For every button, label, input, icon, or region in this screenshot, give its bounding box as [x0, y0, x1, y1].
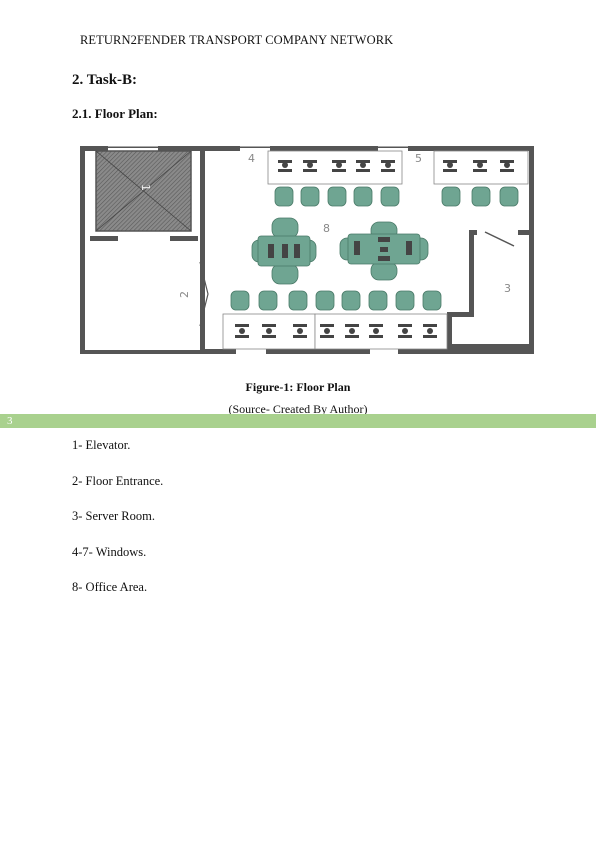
legend-item: 2- Floor Entrance.: [72, 473, 164, 488]
chairs: [230, 186, 519, 311]
legend-item: 8- Office Area.: [72, 580, 148, 595]
legend-item: 3- Server Room.: [72, 509, 155, 524]
label-window-4: 4: [248, 152, 255, 165]
floor-plan-figure: 4 5 8 3 6 7 1 2: [80, 146, 534, 354]
section-heading: 2. Task-B:: [72, 72, 138, 88]
page-number-band: 3: [0, 414, 596, 428]
page-number: 3: [7, 415, 13, 427]
label-office-8: 8: [323, 222, 330, 235]
legend-list: 1- Elevator. 2- Floor Entrance. 3- Serve…: [72, 438, 163, 616]
label-entrance-2: 2: [178, 291, 191, 298]
label-elevator-1: 1: [139, 184, 152, 191]
figure-title: Figure-1: Floor Plan: [245, 380, 351, 394]
walls: [80, 146, 534, 354]
legend-item: 4-7- Windows.: [72, 544, 147, 559]
legend-item: 1- Elevator.: [72, 438, 131, 452]
label-window-5: 5: [415, 152, 422, 165]
figure-source: (Source- Created By Author): [228, 402, 368, 416]
label-server-3: 3: [504, 282, 511, 295]
page-header: RETURN2FENDER TRANSPORT COMPANY NETWORK: [80, 33, 394, 47]
subsection-heading: 2.1. Floor Plan:: [72, 106, 158, 121]
